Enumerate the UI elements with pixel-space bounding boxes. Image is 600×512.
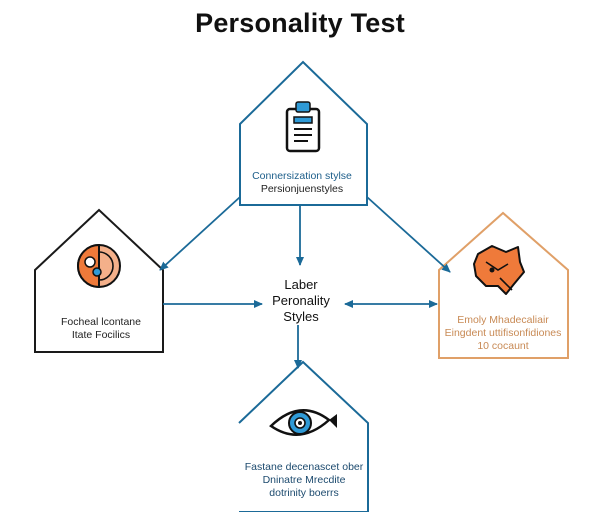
node-right-label: Emoly Mhadecaliair Eingdent uttifisonfid… xyxy=(436,314,570,353)
node-bottom-house xyxy=(238,360,369,512)
fox-icon xyxy=(473,245,525,295)
node-right-line: 10 cocaunt xyxy=(477,340,529,352)
arrow-top-to-left xyxy=(159,196,241,271)
node-bottom-line: dotrinity boerrs xyxy=(269,487,339,499)
node-bottom-line: Fastane decenascet ober xyxy=(244,461,364,473)
node-right-line: Emoly Mhadecaliair xyxy=(457,314,549,326)
center-label-line: Styles xyxy=(283,309,319,324)
node-left-line: Focheal lcontane xyxy=(61,316,141,328)
node-left-line: Itate Focilics xyxy=(71,329,131,341)
node-right-line: Eingdent uttifisonfidiones xyxy=(444,327,562,339)
node-bottom-line: Dninatre Mrecdite xyxy=(262,474,346,486)
node-top-line: Persionjuenstyles xyxy=(260,183,344,195)
diagram-title: Personality Test xyxy=(195,8,405,38)
eye-icon xyxy=(269,409,337,436)
arrow-top-to-right xyxy=(366,196,451,273)
node-top-label: Connersization stylse Persionjuenstyles xyxy=(242,170,362,196)
node-top-line: Connersization stylse xyxy=(252,170,352,182)
node-left-label: Focheal lcontane Itate Focilics xyxy=(40,316,162,342)
brain-profile-icon xyxy=(77,243,121,289)
clipboard-icon xyxy=(285,101,321,153)
center-label-line: Laber xyxy=(284,277,318,292)
center-label: Laber Peronality Styles xyxy=(236,277,366,325)
center-label-line: Peronality xyxy=(272,293,330,308)
node-bottom-label: Fastane decenascet ober Dninatre Mrecdit… xyxy=(240,461,368,500)
